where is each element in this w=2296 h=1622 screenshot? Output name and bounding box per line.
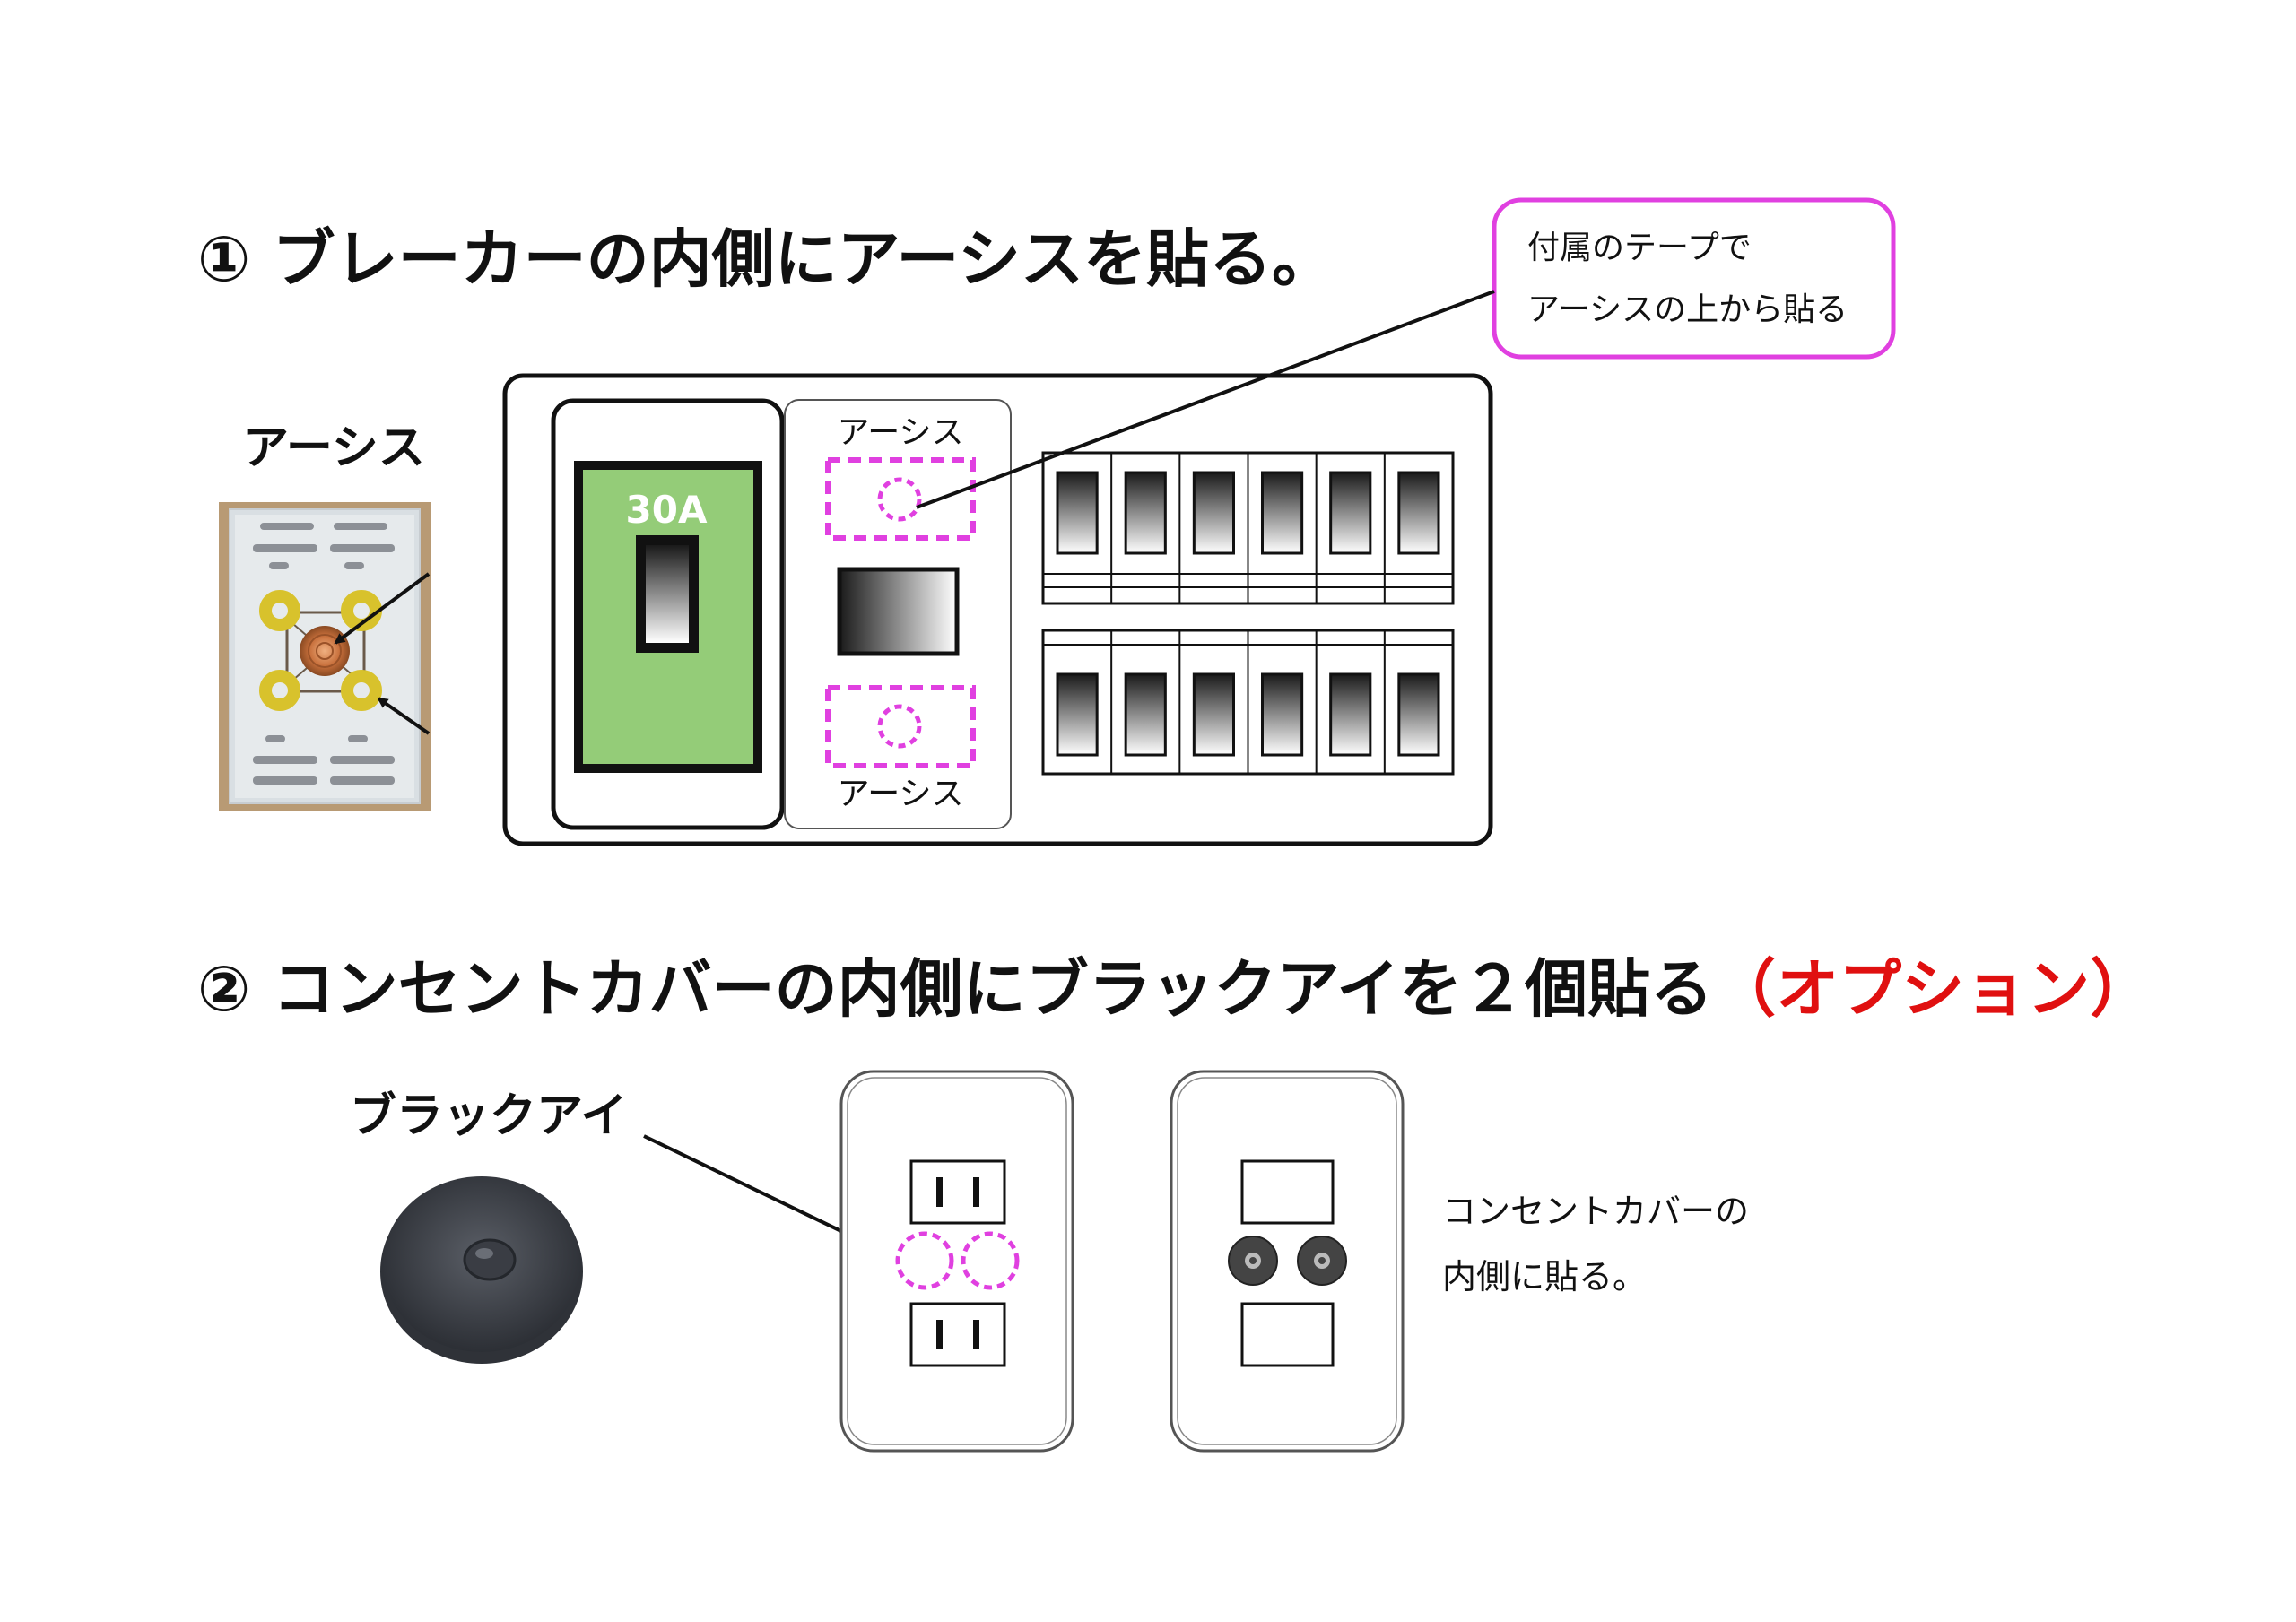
center-switch-window — [837, 567, 960, 656]
outlet-note-line1: コンセントカバーの — [1442, 1192, 1749, 1231]
ring-pointer-arrow — [377, 697, 430, 735]
earthis-compartment: アーシス アーシス — [784, 399, 1012, 829]
breaker-panel: 30A アーシス アーシス — [502, 373, 1493, 846]
earthis-photo — [219, 502, 430, 811]
slot-label-bottom: アーシス — [837, 776, 963, 812]
branch-breakers — [1041, 451, 1455, 776]
main-breaker: 30A — [551, 398, 785, 830]
outlet-socket-top — [909, 1159, 1006, 1225]
outlet-cover-back — [1170, 1070, 1405, 1453]
outlet-note-line2: 内側に貼る。 — [1442, 1257, 1647, 1297]
branch-switch-handle — [1329, 471, 1372, 555]
branch-breaker-row-2 — [1041, 629, 1455, 776]
earthis-slot-top — [825, 457, 976, 541]
branch-switch-handle — [1329, 672, 1372, 757]
blackeye-mounted-right — [1297, 1236, 1347, 1286]
branch-switch-handle — [1124, 471, 1167, 555]
outlet-socket-bottom — [909, 1302, 1006, 1367]
blackeye-product-label: ブラックアイ — [350, 1089, 627, 1143]
earthis-slot-bottom — [825, 685, 976, 768]
callout-pointer-line — [916, 290, 1495, 509]
blackeye-photo — [380, 1176, 583, 1364]
blackeye-position-right — [961, 1231, 1020, 1290]
earthis-slot-top-circle — [877, 477, 922, 522]
branch-switch-handle — [1261, 672, 1304, 757]
section1-title: ① ブレーカーの内側にアーシスを貼る。 — [197, 222, 1335, 296]
section2-title-main: ② コンセントカバーの内側にブラックアイを２個貼る — [197, 952, 1713, 1026]
branch-switch-handle — [1192, 471, 1236, 555]
branch-switch-handle — [1192, 672, 1236, 757]
coil-pointer-arrow — [334, 572, 430, 645]
earthis-slot-bottom-circle — [877, 704, 922, 749]
branch-switch-handle — [1397, 471, 1440, 555]
branch-switch-handle — [1056, 672, 1099, 757]
blackeye-position-left — [895, 1231, 954, 1290]
section2-title: ② コンセントカバーの内側にブラックアイを２個貼る（オプション） — [197, 952, 2152, 1026]
tape-callout: 付属のテープで アーシスの上から貼る — [1492, 197, 1896, 360]
callout-line2: アーシスの上から貼る — [1527, 291, 1848, 328]
earthis-product-label: アーシス — [242, 421, 425, 475]
section2-title-option: （オプション） — [1713, 952, 2152, 1026]
branch-breaker-row-1 — [1041, 451, 1455, 605]
slot-label-top: アーシス — [837, 414, 963, 451]
branch-switch-handle — [1056, 471, 1099, 555]
branch-switch-handle — [1124, 672, 1167, 757]
branch-switch-handle — [1261, 471, 1304, 555]
outlet-cover-front — [839, 1070, 1074, 1453]
breaker-rating-label: 30A — [626, 488, 708, 532]
callout-line1: 付属のテープで — [1527, 230, 1752, 266]
blackeye-mounted-left — [1228, 1236, 1278, 1286]
branch-switch-handle — [1397, 672, 1440, 757]
